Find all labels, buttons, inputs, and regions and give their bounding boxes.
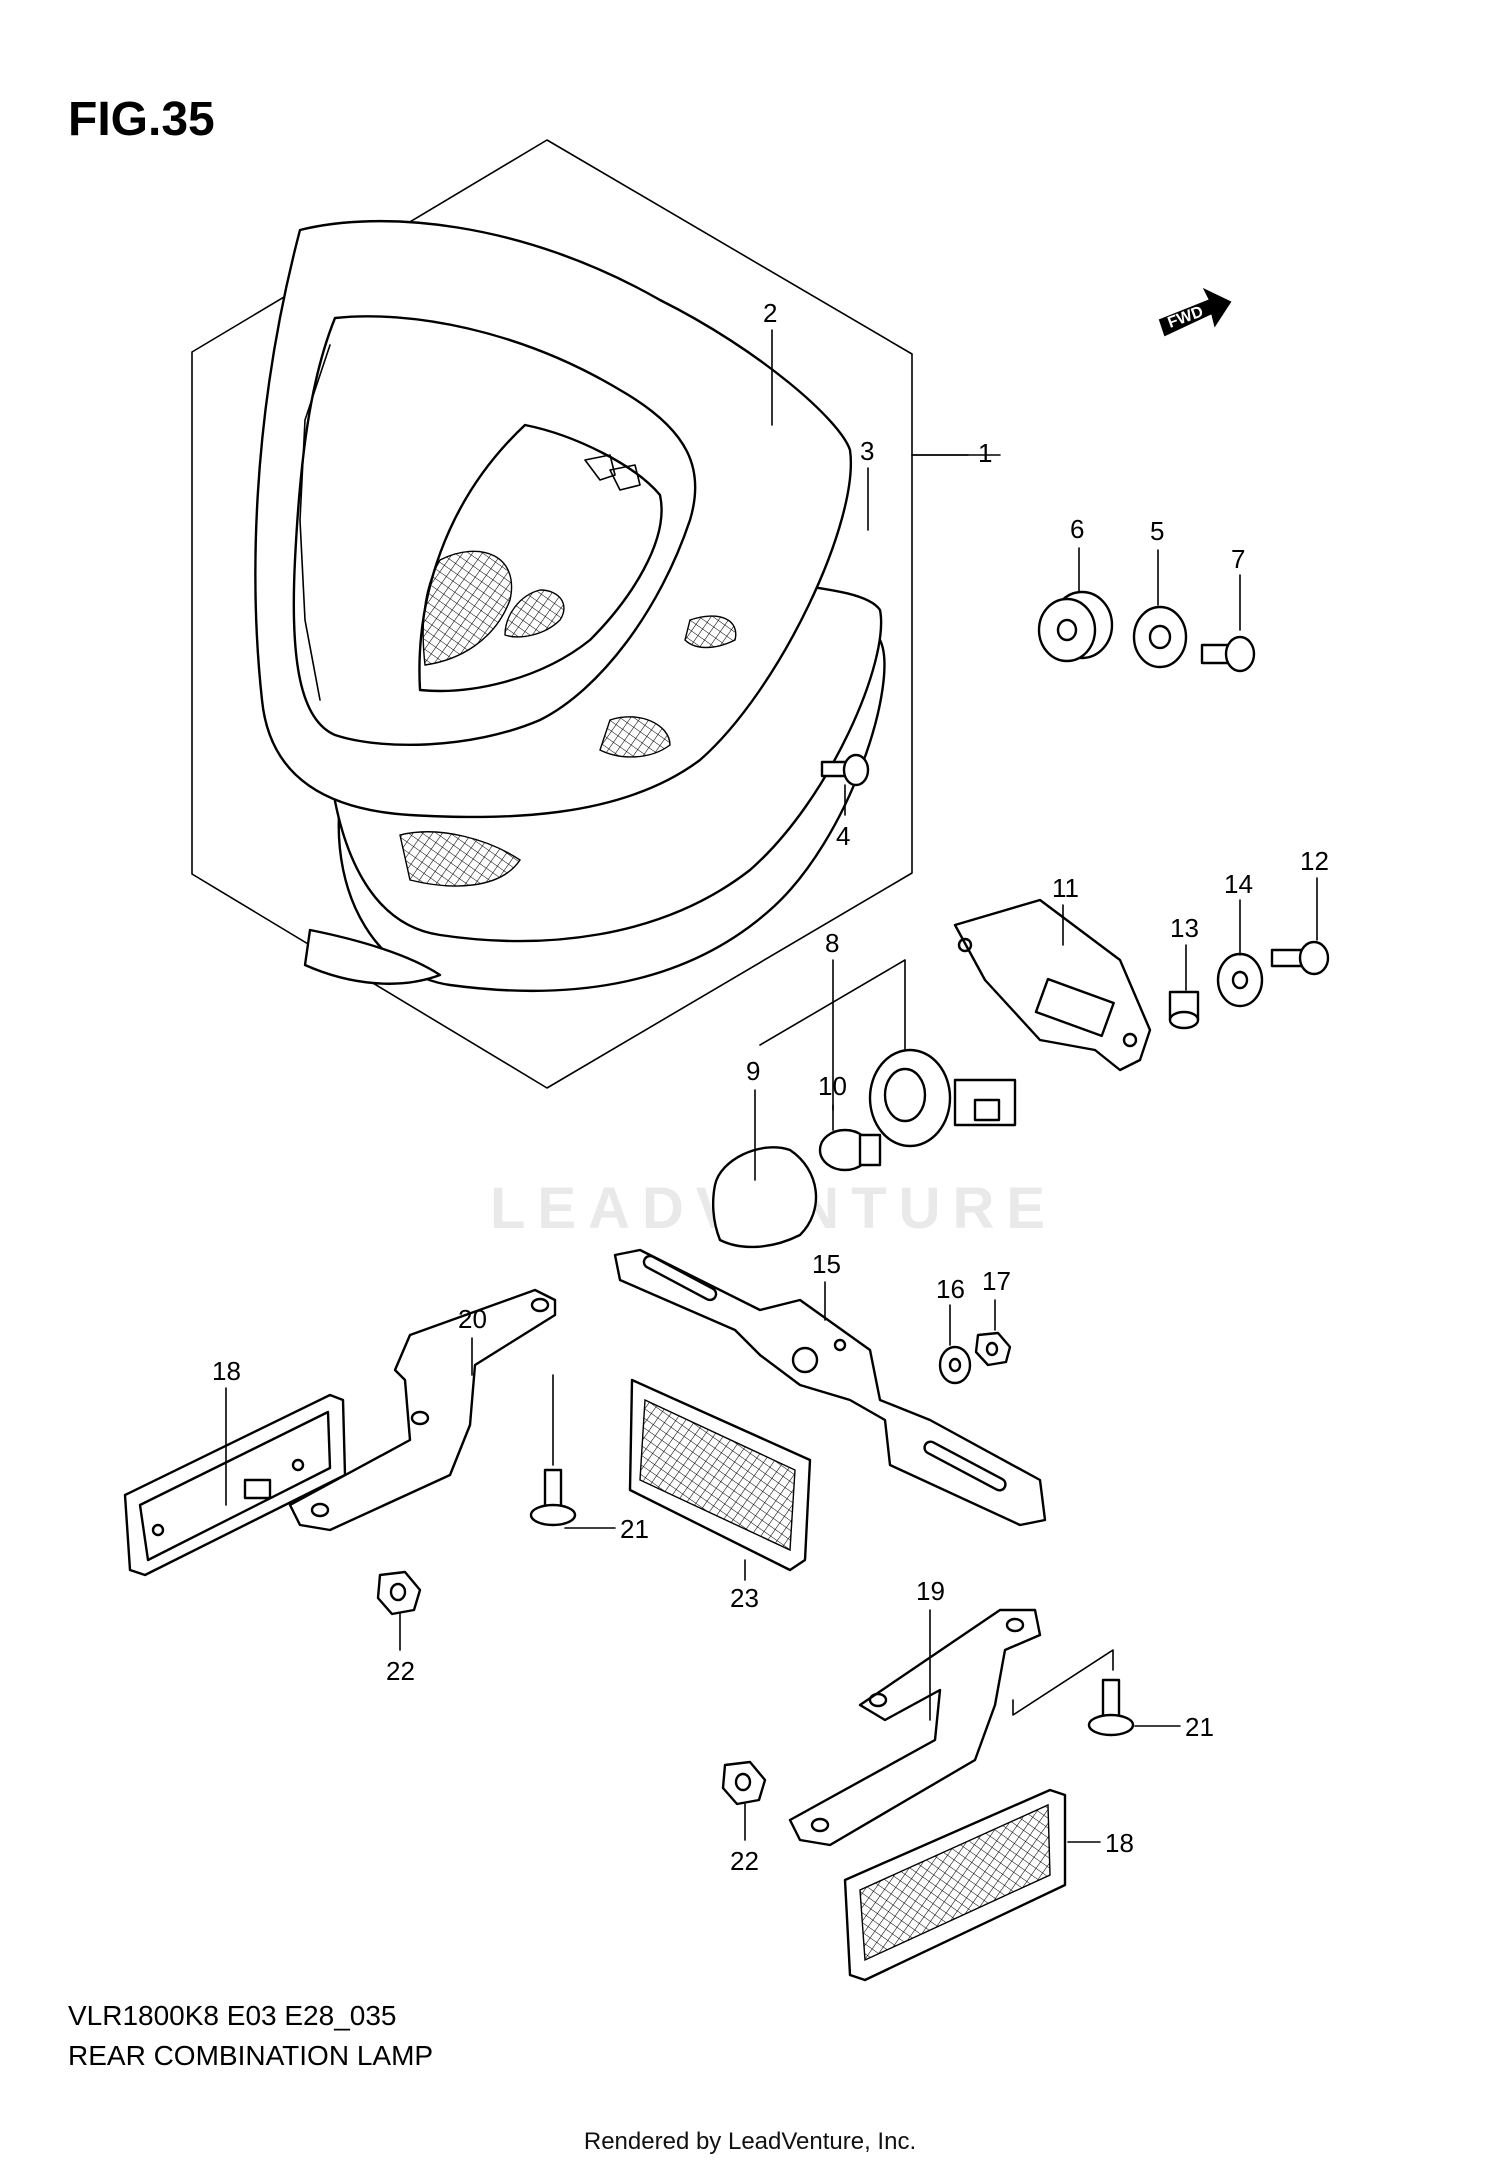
callout-13: 13: [1170, 913, 1199, 943]
lamp-housing: [254, 219, 886, 993]
callout-12: 12: [1300, 846, 1329, 876]
right-reflector-stay: [788, 1608, 1042, 1847]
diagram-caption: REAR COMBINATION LAMP: [68, 2040, 434, 2071]
lens-cover: [711, 1146, 818, 1249]
left-stay-nut: [376, 1570, 422, 1616]
callout-16: 16: [936, 1274, 965, 1304]
callout-22-right: 22: [730, 1846, 759, 1876]
callout-19: 19: [916, 1576, 945, 1606]
left-reflector: [123, 1393, 347, 1577]
hex-nut: [974, 1331, 1012, 1367]
leader-lines: [225, 329, 1318, 1843]
callout-11: 11: [1052, 873, 1079, 903]
left-stay-screw: [529, 1468, 577, 1527]
left-reflector-stay: [288, 1288, 557, 1532]
right-reflector: [843, 1788, 1067, 1982]
bulb: [818, 1128, 882, 1172]
right-stay-screw: [1087, 1678, 1135, 1737]
right-stay-nut: [721, 1760, 767, 1806]
fwd-label: FWD: [1166, 303, 1206, 331]
callout-1: 1: [978, 438, 992, 468]
callout-labels: 2 3 1 6 5 7 4 11 12 13 14 8 9 10 15 16 1…: [212, 298, 1329, 1876]
callout-18-right: 18: [1105, 1828, 1134, 1858]
center-reflector: [628, 1378, 812, 1572]
callout-4: 4: [836, 821, 850, 851]
callout-21-left: 21: [620, 1514, 649, 1544]
callout-9: 9: [746, 1056, 760, 1086]
callout-3: 3: [860, 436, 874, 466]
callout-14: 14: [1224, 869, 1253, 899]
assembly-outline: [191, 139, 913, 1089]
callout-2: 2: [763, 298, 777, 328]
bulb-socket: [868, 1048, 1017, 1148]
washer: [1132, 605, 1188, 669]
spacer-washer: [1216, 952, 1264, 1008]
screw: [1200, 635, 1256, 673]
collar: [1168, 990, 1200, 1030]
callout-22-left: 22: [386, 1656, 415, 1686]
fwd-direction-arrow: FWD: [1158, 287, 1232, 337]
lamp-bracket: [953, 898, 1152, 1072]
callout-20: 20: [458, 1304, 487, 1334]
callout-21-right: 21: [1185, 1712, 1214, 1742]
callout-15: 15: [812, 1249, 841, 1279]
callout-17: 17: [982, 1266, 1011, 1296]
model-code: VLR1800K8 E03 E28_035: [68, 2000, 397, 2031]
bracket-bolt: [1270, 940, 1330, 976]
callout-7: 7: [1231, 544, 1245, 574]
figure-title: FIG.35: [68, 93, 215, 146]
rendered-by-credit: Rendered by LeadVenture, Inc.: [583, 2128, 917, 2155]
grommet: [1037, 590, 1114, 663]
mounting-screw: [820, 753, 870, 787]
callout-10: 10: [818, 1071, 847, 1101]
callout-8: 8: [825, 928, 839, 958]
callout-23: 23: [730, 1583, 759, 1613]
callout-5: 5: [1150, 516, 1164, 546]
callout-6: 6: [1070, 514, 1084, 544]
flat-washer: [938, 1345, 972, 1385]
license-plate-bracket: [613, 1248, 1047, 1527]
callout-18-left: 18: [212, 1356, 241, 1386]
